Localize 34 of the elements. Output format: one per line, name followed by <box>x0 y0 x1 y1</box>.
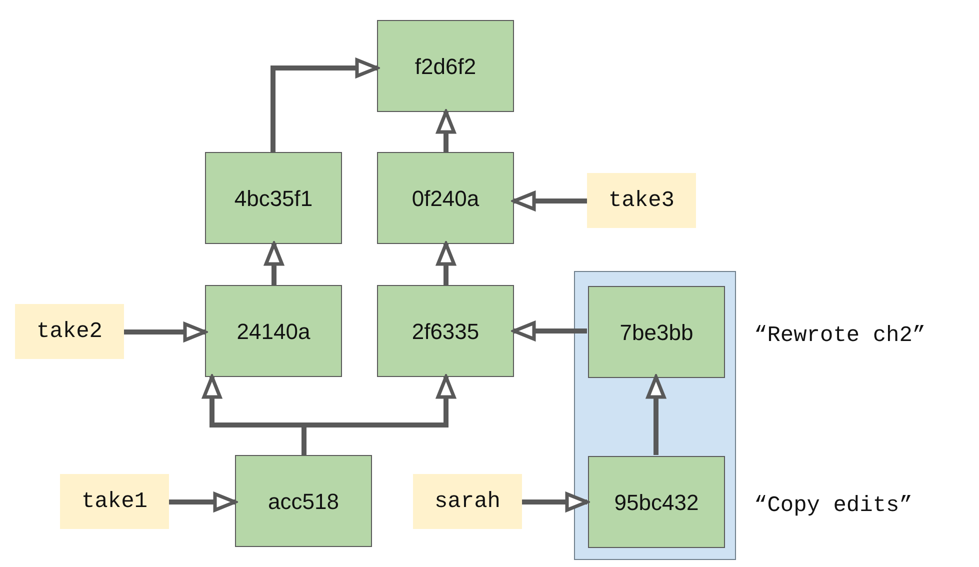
ref-tag <box>15 304 124 359</box>
arrow <box>646 375 666 455</box>
commit-hash: 7be3bb <box>620 318 694 346</box>
arrow <box>522 492 589 512</box>
ref-tag <box>60 474 169 529</box>
arrow <box>124 322 207 342</box>
arrow <box>512 321 587 341</box>
arrow <box>264 242 284 285</box>
commit-box <box>377 285 514 377</box>
commit-hash: 2f6335 <box>412 318 480 346</box>
commit-message: “Copy edits” <box>754 492 912 520</box>
commit-message: “Rewrote ch2” <box>754 322 926 350</box>
ref-name: take1 <box>81 488 148 516</box>
commit-hash: 24140a <box>236 318 310 346</box>
arrow <box>436 110 456 152</box>
commit-hash: 0f240a <box>412 184 480 212</box>
arrow <box>169 492 237 512</box>
commit-box <box>235 455 372 547</box>
commit-hash: f2d6f2 <box>414 52 476 80</box>
commit-box <box>377 20 514 112</box>
ref-tag <box>587 173 696 228</box>
ref-name: take2 <box>36 318 102 346</box>
ref-tag <box>413 474 522 529</box>
ref-name: sarah <box>434 488 500 516</box>
arrow <box>270 58 379 152</box>
arrow <box>436 242 456 285</box>
commit-box <box>377 152 514 244</box>
commit-hash: acc518 <box>268 488 339 516</box>
commit-hash: 4bc35f1 <box>234 184 313 212</box>
arrow <box>512 191 587 211</box>
commit-box <box>205 152 342 244</box>
commit-box <box>205 285 342 377</box>
commit-hash: 95bc432 <box>614 488 699 516</box>
ref-name: take3 <box>608 187 674 215</box>
